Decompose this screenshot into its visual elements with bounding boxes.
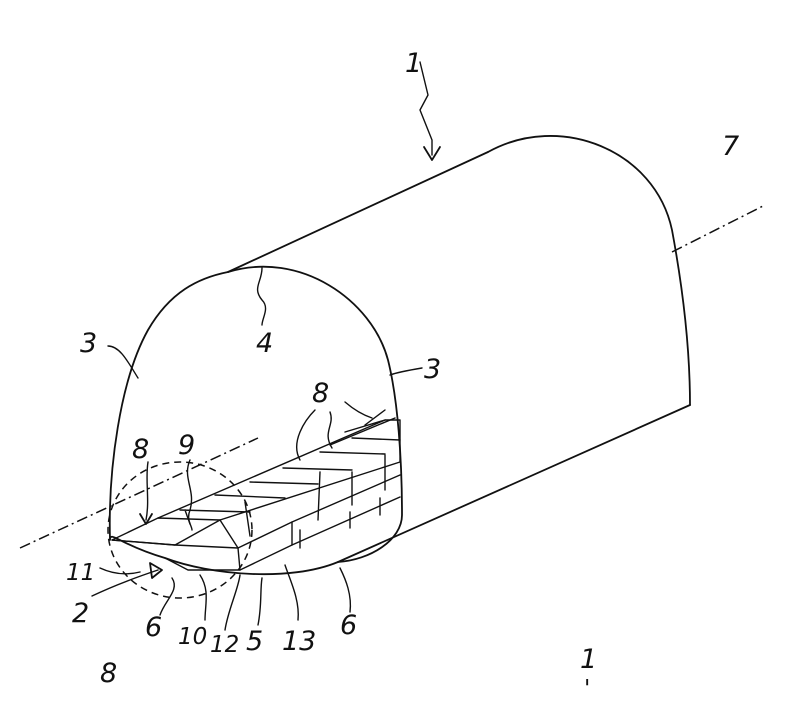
leader-6-right: [339, 567, 352, 613]
floor-block-front-face: [219, 519, 293, 571]
label-invert-left: 6: [145, 612, 162, 643]
floor-block-dividers: [179, 437, 401, 537]
floor-block-back-rows: [329, 409, 396, 446]
detail-circle: [107, 461, 253, 599]
leader-10: [199, 574, 207, 621]
floor-block-lower-strip: [291, 474, 401, 549]
figure-number-tick: ': [584, 676, 590, 702]
label-segment-left: 8: [132, 434, 149, 465]
leader-4: [256, 267, 267, 326]
label-layer-10: 10: [178, 624, 207, 650]
label-side-wall-right: 3: [424, 354, 441, 385]
front-section-outline: [108, 265, 403, 576]
label-tunnel: 1: [405, 48, 422, 79]
label-side-wall-left: 3: [80, 328, 97, 359]
label-layer-11: 11: [66, 560, 95, 586]
leader-8-left-arrowhead: [139, 513, 153, 525]
label-bottom-section: 2: [72, 598, 89, 629]
axis-line-front: [19, 437, 259, 549]
leader-12: [224, 574, 241, 631]
leader-5: [257, 577, 263, 626]
label-segment-right: 8: [312, 378, 329, 409]
label-detail: 8: [100, 658, 117, 689]
leader-3-left: [107, 345, 139, 379]
label-invert-right: 6: [340, 610, 357, 641]
label-layer-13: 13: [282, 626, 316, 657]
label-joint: 9: [178, 430, 195, 461]
leader-1-arrowhead: [423, 146, 441, 161]
leader-2: [91, 569, 159, 597]
leader-9: [186, 459, 193, 531]
leader-11: [99, 567, 141, 575]
leader-8-left: [145, 461, 149, 521]
tunnel-rear-arch: [487, 135, 691, 406]
label-layer-12: 12: [210, 632, 239, 658]
floor-block-left-face: [111, 539, 241, 571]
leader-6-left: [159, 577, 175, 616]
label-axis: 7: [722, 131, 739, 162]
axis-line-rear: [671, 204, 766, 253]
label-base: 5: [246, 626, 263, 657]
label-crown: 4: [256, 328, 273, 359]
leader-1: [419, 61, 433, 156]
leader-13: [284, 564, 299, 621]
figure-number: 1: [580, 644, 597, 675]
tunnel-top-edge: [227, 151, 489, 273]
leader-2-arrowhead: [149, 562, 163, 579]
floor-block-top-surface: [157, 419, 401, 521]
leader-3-right: [389, 367, 423, 376]
leader-8-right: [296, 401, 373, 461]
tunnel-bottom-edge: [337, 404, 691, 563]
